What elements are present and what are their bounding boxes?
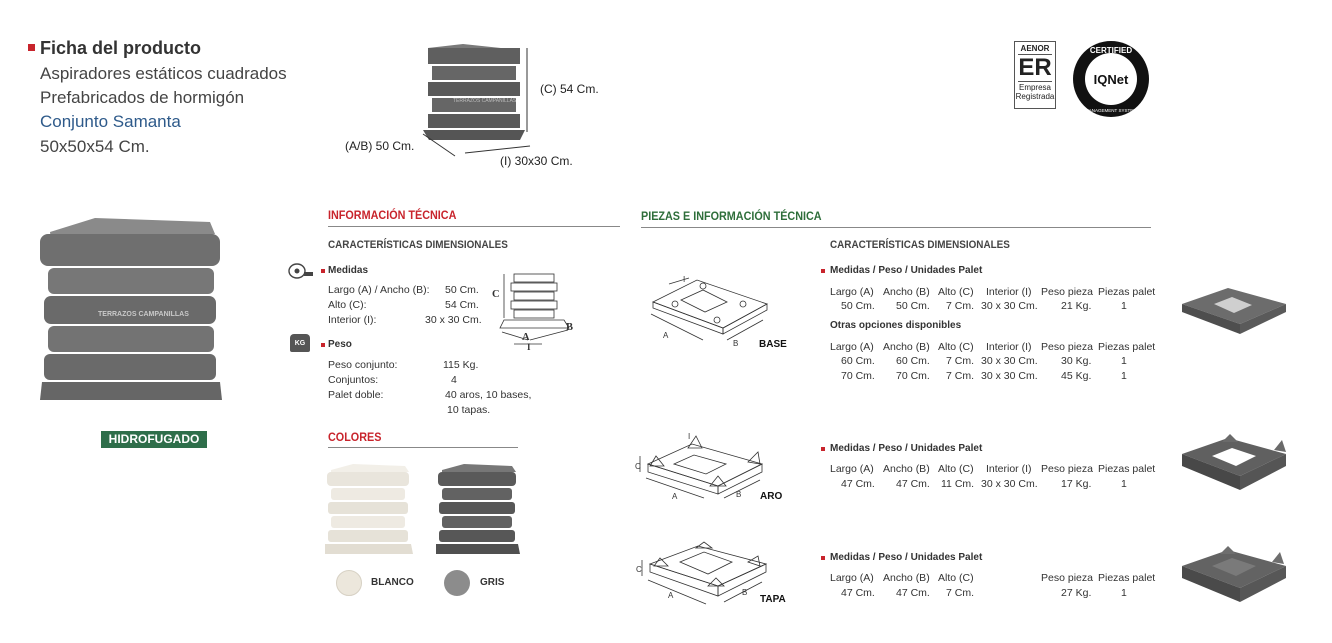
color-gris-label: GRIS bbox=[480, 577, 505, 588]
info-dim-title: CARACTERÍSTICAS DIMENSIONALES bbox=[328, 239, 508, 251]
top-product-figure: TERRAZOS CAMPANILLAS bbox=[423, 44, 525, 140]
swatch-gris bbox=[444, 570, 470, 596]
product-line-2: Prefabricados de hormigón bbox=[40, 88, 245, 107]
aro-photo bbox=[1182, 434, 1286, 490]
hidrofugado-badge: HIDROFUGADO bbox=[101, 431, 207, 448]
pieces-title: PIEZAS E INFORMACIÓN TÉCNICA bbox=[641, 209, 822, 223]
base-section-label: Medidas / Peso / Unidades Palet bbox=[830, 265, 983, 276]
base-line-drawing bbox=[650, 277, 768, 341]
white-variant-photo bbox=[325, 464, 413, 554]
pieces-dim-title: CARACTERÍSTICAS DIMENSIONALES bbox=[830, 239, 1010, 251]
colors-title-rule bbox=[328, 447, 518, 448]
medidas-bullet bbox=[321, 269, 325, 273]
aro-label: ARO bbox=[760, 491, 783, 502]
other-options-label: Otras opciones disponibles bbox=[830, 320, 962, 331]
fig-label-i: I bbox=[527, 342, 531, 352]
product-model: Conjunto Samanta bbox=[40, 112, 181, 131]
tapa-fig-b: B bbox=[742, 588, 748, 597]
tapa-section-bullet bbox=[821, 556, 825, 560]
medidas-val-3: 30 x 30 Cm. bbox=[425, 314, 482, 326]
tapa-photo bbox=[1182, 546, 1286, 602]
base-fig-a: A bbox=[663, 331, 669, 340]
medidas-val-1: 50 Cm. bbox=[445, 284, 479, 296]
er-mark: ER bbox=[1018, 54, 1052, 82]
pieces-title-rule bbox=[641, 227, 1151, 228]
color-blanco-label: BLANCO bbox=[371, 577, 414, 588]
dimension-line-drawing bbox=[499, 273, 570, 345]
tape-measure-icon bbox=[288, 263, 313, 279]
medidas-key-2: Alto (C): bbox=[328, 299, 367, 311]
base-photo bbox=[1182, 288, 1286, 334]
fig-label-a: A bbox=[522, 332, 530, 343]
peso-val-4: 10 tapas. bbox=[447, 404, 491, 416]
svg-text:MANAGEMENT SYSTEM: MANAGEMENT SYSTEM bbox=[1085, 108, 1137, 113]
medidas-label: Medidas bbox=[328, 265, 369, 276]
tapa-section-label: Medidas / Peso / Unidades Palet bbox=[830, 552, 983, 563]
top-figure-watermark: TERRAZOS CAMPANILLAS bbox=[453, 98, 517, 104]
product-size: 50x50x54 Cm. bbox=[40, 137, 150, 156]
swatch-blanco bbox=[336, 570, 362, 596]
dim-i-label: (I) 30x30 Cm. bbox=[500, 154, 573, 168]
grey-variant-photo bbox=[436, 464, 520, 554]
medidas-key-3: Interior (I): bbox=[328, 314, 377, 326]
info-title: INFORMACIÓN TÉCNICA bbox=[328, 208, 457, 222]
tapa-label: TAPA bbox=[760, 594, 786, 605]
base-fig-b: B bbox=[733, 339, 739, 348]
dim-ab-label: (A/B) 50 Cm. bbox=[345, 139, 415, 153]
aro-fig-c: C bbox=[635, 462, 641, 471]
peso-val-1: 115 Kg. bbox=[443, 359, 479, 371]
medidas-val-2: 54 Cm. bbox=[445, 299, 479, 311]
product-photo: TERRAZOS CAMPANILLAS bbox=[40, 218, 222, 400]
svg-text:CERTIFIED: CERTIFIED bbox=[1090, 46, 1132, 55]
aro-fig-b: B bbox=[736, 490, 742, 499]
kg-icon: KG bbox=[290, 334, 312, 354]
aro-section-bullet bbox=[821, 447, 825, 451]
dim-c-label: (C) 54 Cm. bbox=[540, 82, 599, 96]
medidas-key-1: Largo (A) / Ancho (B): bbox=[328, 284, 430, 296]
page-title: Ficha del producto bbox=[40, 38, 202, 58]
stack-rings bbox=[423, 44, 525, 140]
fig-label-c: C bbox=[492, 289, 500, 300]
peso-val-3: 40 aros, 10 bases, bbox=[445, 389, 532, 401]
aro-section-label: Medidas / Peso / Unidades Palet bbox=[830, 443, 983, 454]
tapa-line-drawing bbox=[641, 541, 768, 605]
svg-text:IQNet: IQNet bbox=[1094, 72, 1129, 87]
info-title-rule bbox=[328, 226, 620, 227]
peso-key-2: Conjuntos: bbox=[328, 374, 379, 386]
aro-line-drawing bbox=[639, 435, 764, 499]
base-fig-i: I bbox=[683, 275, 686, 284]
iqnet-logo: CERTIFIED IQNet MANAGEMENT SYSTEM bbox=[1073, 41, 1149, 117]
aro-fig-a: A bbox=[672, 492, 678, 501]
aenor-logo: AENOR ER Empresa Registrada bbox=[1014, 41, 1056, 109]
peso-bullet bbox=[321, 343, 325, 347]
product-line-1: Aspiradores estáticos cuadrados bbox=[40, 64, 287, 83]
peso-key-3: Palet doble: bbox=[328, 389, 384, 401]
colors-title: COLORES bbox=[328, 430, 382, 444]
title-bullet bbox=[28, 44, 35, 51]
peso-label: Peso bbox=[328, 339, 352, 350]
top-dim-lines bbox=[422, 48, 531, 157]
photo-watermark: TERRAZOS CAMPANILLAS bbox=[98, 311, 189, 318]
aro-fig-i: I bbox=[688, 432, 691, 441]
peso-val-2: 4 bbox=[451, 374, 457, 386]
tapa-fig-c: C bbox=[636, 565, 642, 574]
peso-key-1: Peso conjunto: bbox=[328, 359, 398, 371]
base-section-bullet bbox=[821, 269, 825, 273]
base-label: BASE bbox=[759, 339, 787, 350]
fig-label-b: B bbox=[566, 322, 574, 333]
tapa-fig-a: A bbox=[668, 591, 674, 600]
